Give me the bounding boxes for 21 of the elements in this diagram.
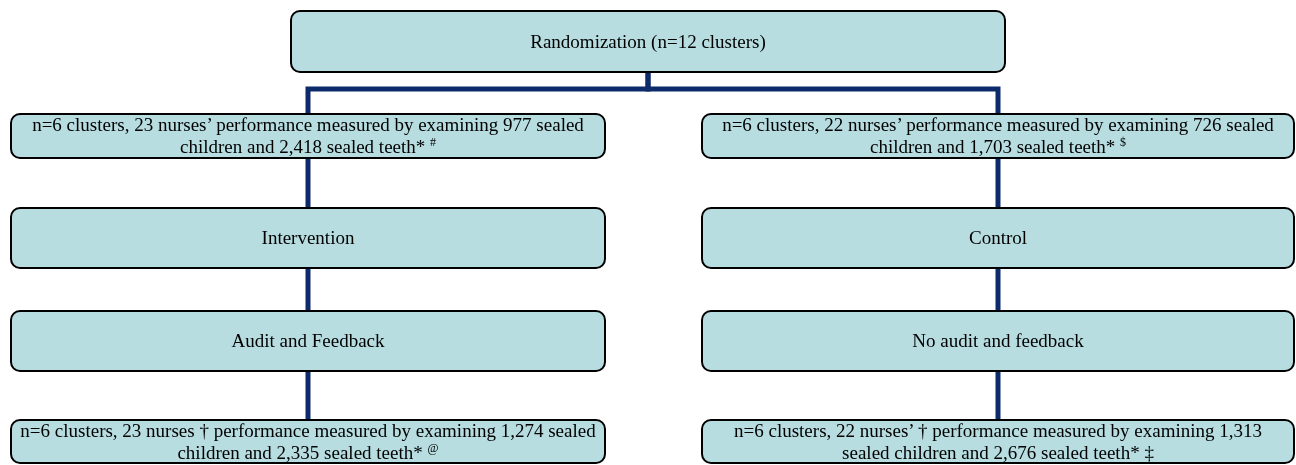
- connector-line: [305, 269, 311, 310]
- process-box: [701, 310, 1295, 372]
- connector-line: [995, 269, 1001, 310]
- connector-line: [995, 372, 1001, 419]
- process-box: [290, 10, 1006, 73]
- box-text: No audit and feedback: [912, 330, 1084, 352]
- connector-line: [995, 159, 1001, 207]
- box-text: Audit and Feedback: [231, 330, 385, 352]
- connector-line: [305, 159, 311, 207]
- connector-line: [305, 372, 311, 419]
- box-text: n=6 clusters, 22 nurses’ performance measured by examining 726 sealed children and 1,703 sealed teeth* $^{$}$: [721, 114, 1275, 158]
- box-text: Randomization (n=12 clusters): [530, 30, 766, 53]
- box-text: n=6 clusters, 23 nurses’ performance measured by examining 977 sealed children and 2,418 sealed teeth* $^{#}$: [31, 114, 585, 158]
- process-box: [10, 310, 606, 372]
- connector-line: [645, 73, 1001, 113]
- box-text: Control: [968, 227, 1028, 249]
- box-text: Intervention: [261, 227, 355, 249]
- box-text: n=6 clusters, 23 nurses † performance measured by examining 1,274 sealed children and 2,335 sealed teeth* $^{@}$: [20, 419, 596, 464]
- process-box: [701, 207, 1295, 269]
- box-text: n=6 clusters, 22 nurses’ † performance measured by examining 1,313 sealed children and 2,676 sealed teeth* ‡: [733, 419, 1263, 464]
- process-box: [10, 207, 606, 269]
